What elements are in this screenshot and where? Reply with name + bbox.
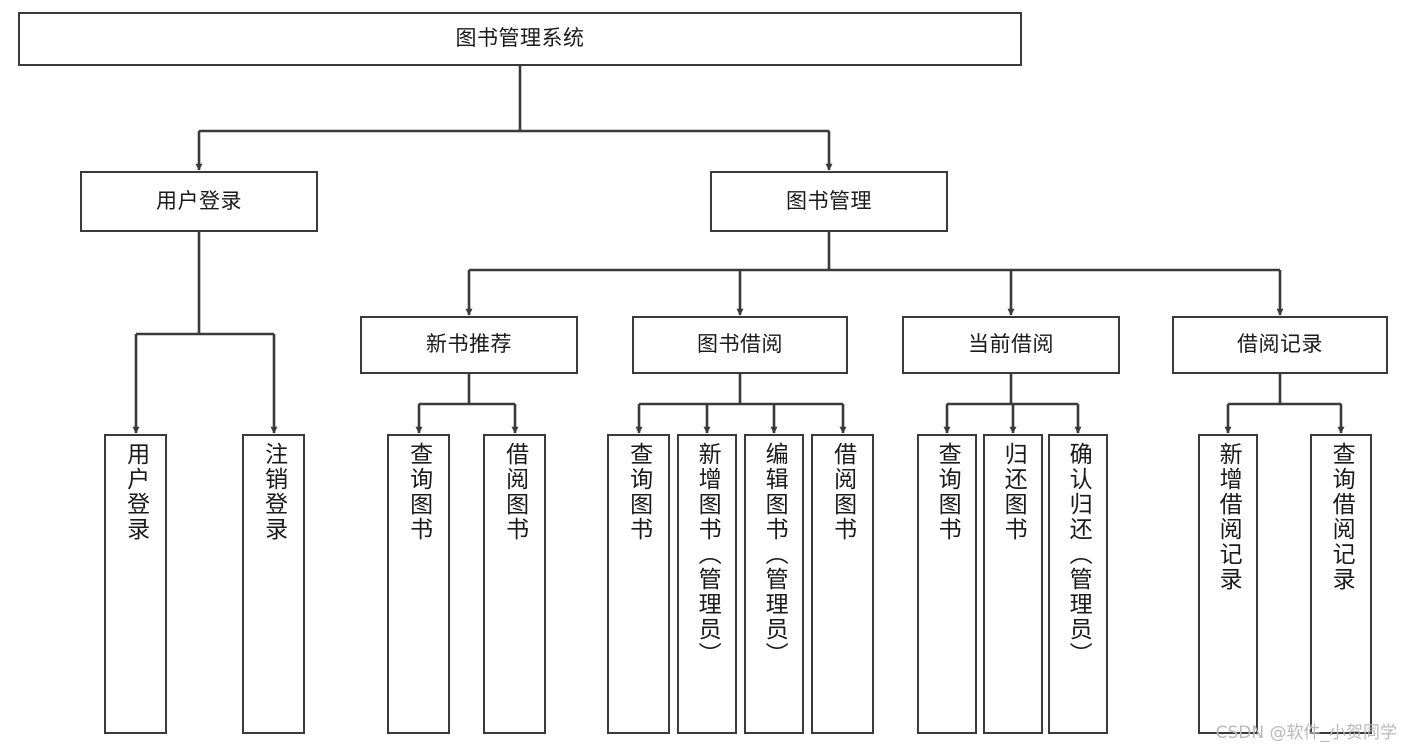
node-label: 新增图书（管理员） (694, 442, 721, 667)
node-label: 图书管理 (786, 188, 872, 213)
node-bk-query[interactable]: 查询图书 (607, 434, 670, 734)
node-label: 注销登录 (260, 442, 287, 542)
node-bk-edit[interactable]: 编辑图书（管理员） (744, 434, 804, 734)
node-newbook[interactable]: 新书推荐 (360, 316, 578, 374)
node-label: 查询图书 (934, 442, 961, 542)
node-rec-add[interactable]: 新增借阅记录 (1198, 434, 1258, 734)
node-cur-query[interactable]: 查询图书 (917, 434, 977, 734)
node-current[interactable]: 当前借阅 (902, 316, 1120, 374)
node-cur-return[interactable]: 归还图书 (983, 434, 1043, 734)
node-label: 确认归还（管理员） (1065, 442, 1092, 667)
node-label: 用户登录 (122, 442, 149, 542)
node-nb-query[interactable]: 查询图书 (387, 434, 450, 734)
node-label: 归还图书 (1000, 442, 1027, 542)
node-root[interactable]: 图书管理系统 (18, 12, 1022, 66)
node-borrow[interactable]: 图书借阅 (632, 316, 848, 374)
node-label: 图书借阅 (697, 332, 783, 357)
node-bk-borrow[interactable]: 借阅图书 (811, 434, 874, 734)
node-records[interactable]: 借阅记录 (1172, 316, 1388, 374)
node-label: 借阅图书 (829, 442, 856, 542)
node-nb-borrow[interactable]: 借阅图书 (483, 434, 546, 734)
node-rec-query[interactable]: 查询借阅记录 (1310, 434, 1372, 734)
node-login-in[interactable]: 用户登录 (104, 434, 167, 734)
node-label: 查询图书 (405, 442, 432, 542)
node-login[interactable]: 用户登录 (80, 171, 318, 232)
node-bk-add[interactable]: 新增图书（管理员） (677, 434, 737, 734)
node-label: 新增借阅记录 (1215, 442, 1242, 592)
node-label: 图书管理系统 (455, 26, 585, 51)
node-bookmgmt[interactable]: 图书管理 (710, 171, 948, 232)
node-label: 查询借阅记录 (1328, 442, 1355, 592)
node-label: 查询图书 (625, 442, 652, 542)
node-label: 当前借阅 (968, 332, 1054, 357)
node-label: 编辑图书（管理员） (761, 442, 788, 667)
node-label: 借阅图书 (501, 442, 528, 542)
node-label: 用户登录 (156, 188, 242, 213)
node-login-out[interactable]: 注销登录 (242, 434, 305, 734)
node-label: 新书推荐 (426, 332, 512, 357)
node-cur-confirm[interactable]: 确认归还（管理员） (1048, 434, 1108, 734)
node-label: 借阅记录 (1237, 332, 1323, 357)
